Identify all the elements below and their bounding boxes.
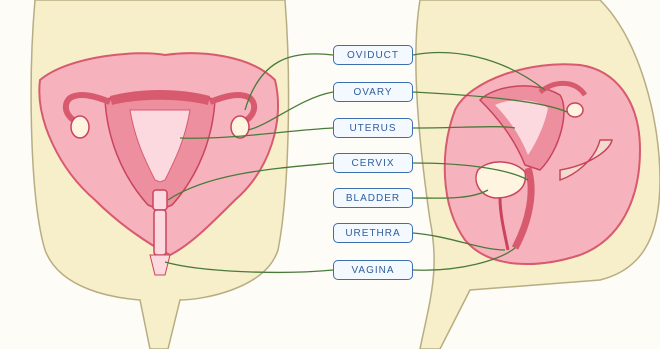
label-oviduct: OVIDUCT (333, 45, 413, 65)
label-bladder: BLADDER (333, 188, 413, 208)
front-ovary-left (71, 116, 89, 138)
label-oviduct-text: OVIDUCT (347, 50, 399, 61)
front-vagina (154, 210, 166, 255)
label-urethra: URETHRA (333, 223, 413, 243)
label-ovary: OVARY (333, 82, 413, 102)
front-ovary-right (231, 116, 249, 138)
label-urethra-text: URETHRA (345, 228, 400, 239)
label-ovary-text: OVARY (353, 87, 392, 98)
label-vagina-text: VAGINA (351, 265, 394, 276)
label-cervix-text: CERVIX (351, 158, 394, 169)
label-uterus: UTERUS (333, 118, 413, 138)
side-ovary (567, 103, 583, 117)
label-uterus-text: UTERUS (349, 123, 396, 134)
label-cervix: CERVIX (333, 153, 413, 173)
front-cervix (153, 190, 167, 210)
label-bladder-text: BLADDER (346, 193, 400, 204)
label-vagina: VAGINA (333, 260, 413, 280)
